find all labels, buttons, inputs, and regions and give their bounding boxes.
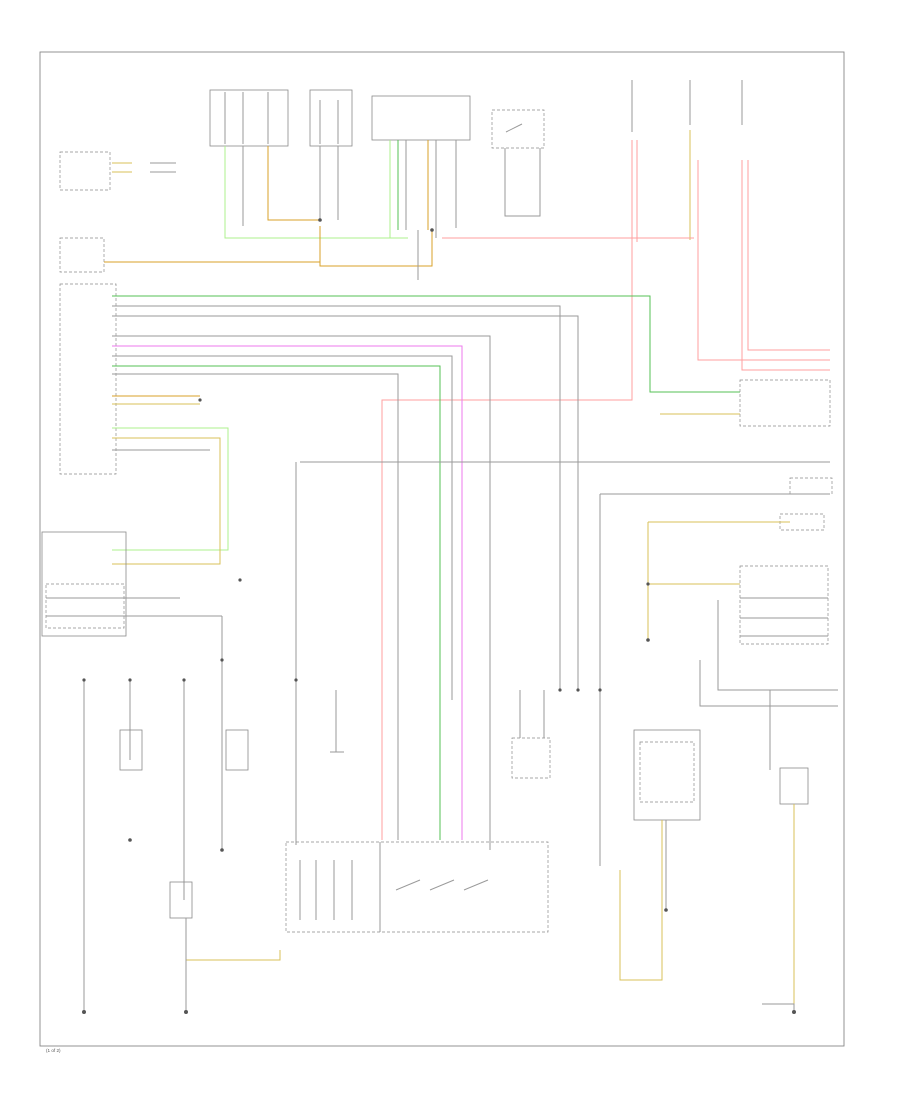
lower-left-components [41, 531, 281, 1012]
module-inner [639, 741, 695, 803]
top-left-wires [112, 162, 176, 173]
component-box [491, 109, 545, 149]
control-unit-box [59, 283, 117, 475]
component-box [119, 729, 143, 771]
lower-center-components [285, 690, 551, 933]
component-box [209, 89, 289, 147]
component-box [309, 89, 353, 147]
ground-symbols [82, 218, 796, 1014]
top-components [59, 89, 545, 191]
hazard-switch-box [739, 379, 831, 427]
module-box [633, 729, 701, 821]
connector-box [59, 237, 105, 273]
diagram-frame [39, 51, 845, 1047]
right-lower-box [779, 767, 809, 805]
hazard-module-box [285, 841, 549, 933]
component-box [59, 151, 111, 191]
top-module-wires [224, 140, 541, 280]
relay-box [511, 737, 551, 779]
component-box [371, 95, 471, 141]
right-switch-box [739, 565, 829, 645]
fuse-wires [381, 80, 830, 840]
left-harness [59, 237, 830, 850]
lower-right-components [599, 690, 809, 1012]
page-code: (1 of 2) [46, 1048, 61, 1053]
right-components [599, 379, 838, 707]
splice-dots [82, 398, 650, 692]
telephone-module-box [789, 477, 833, 495]
left-switch-inner [45, 583, 125, 629]
left-switch-box [41, 531, 127, 637]
component-box [169, 881, 193, 919]
component-box [225, 729, 249, 771]
